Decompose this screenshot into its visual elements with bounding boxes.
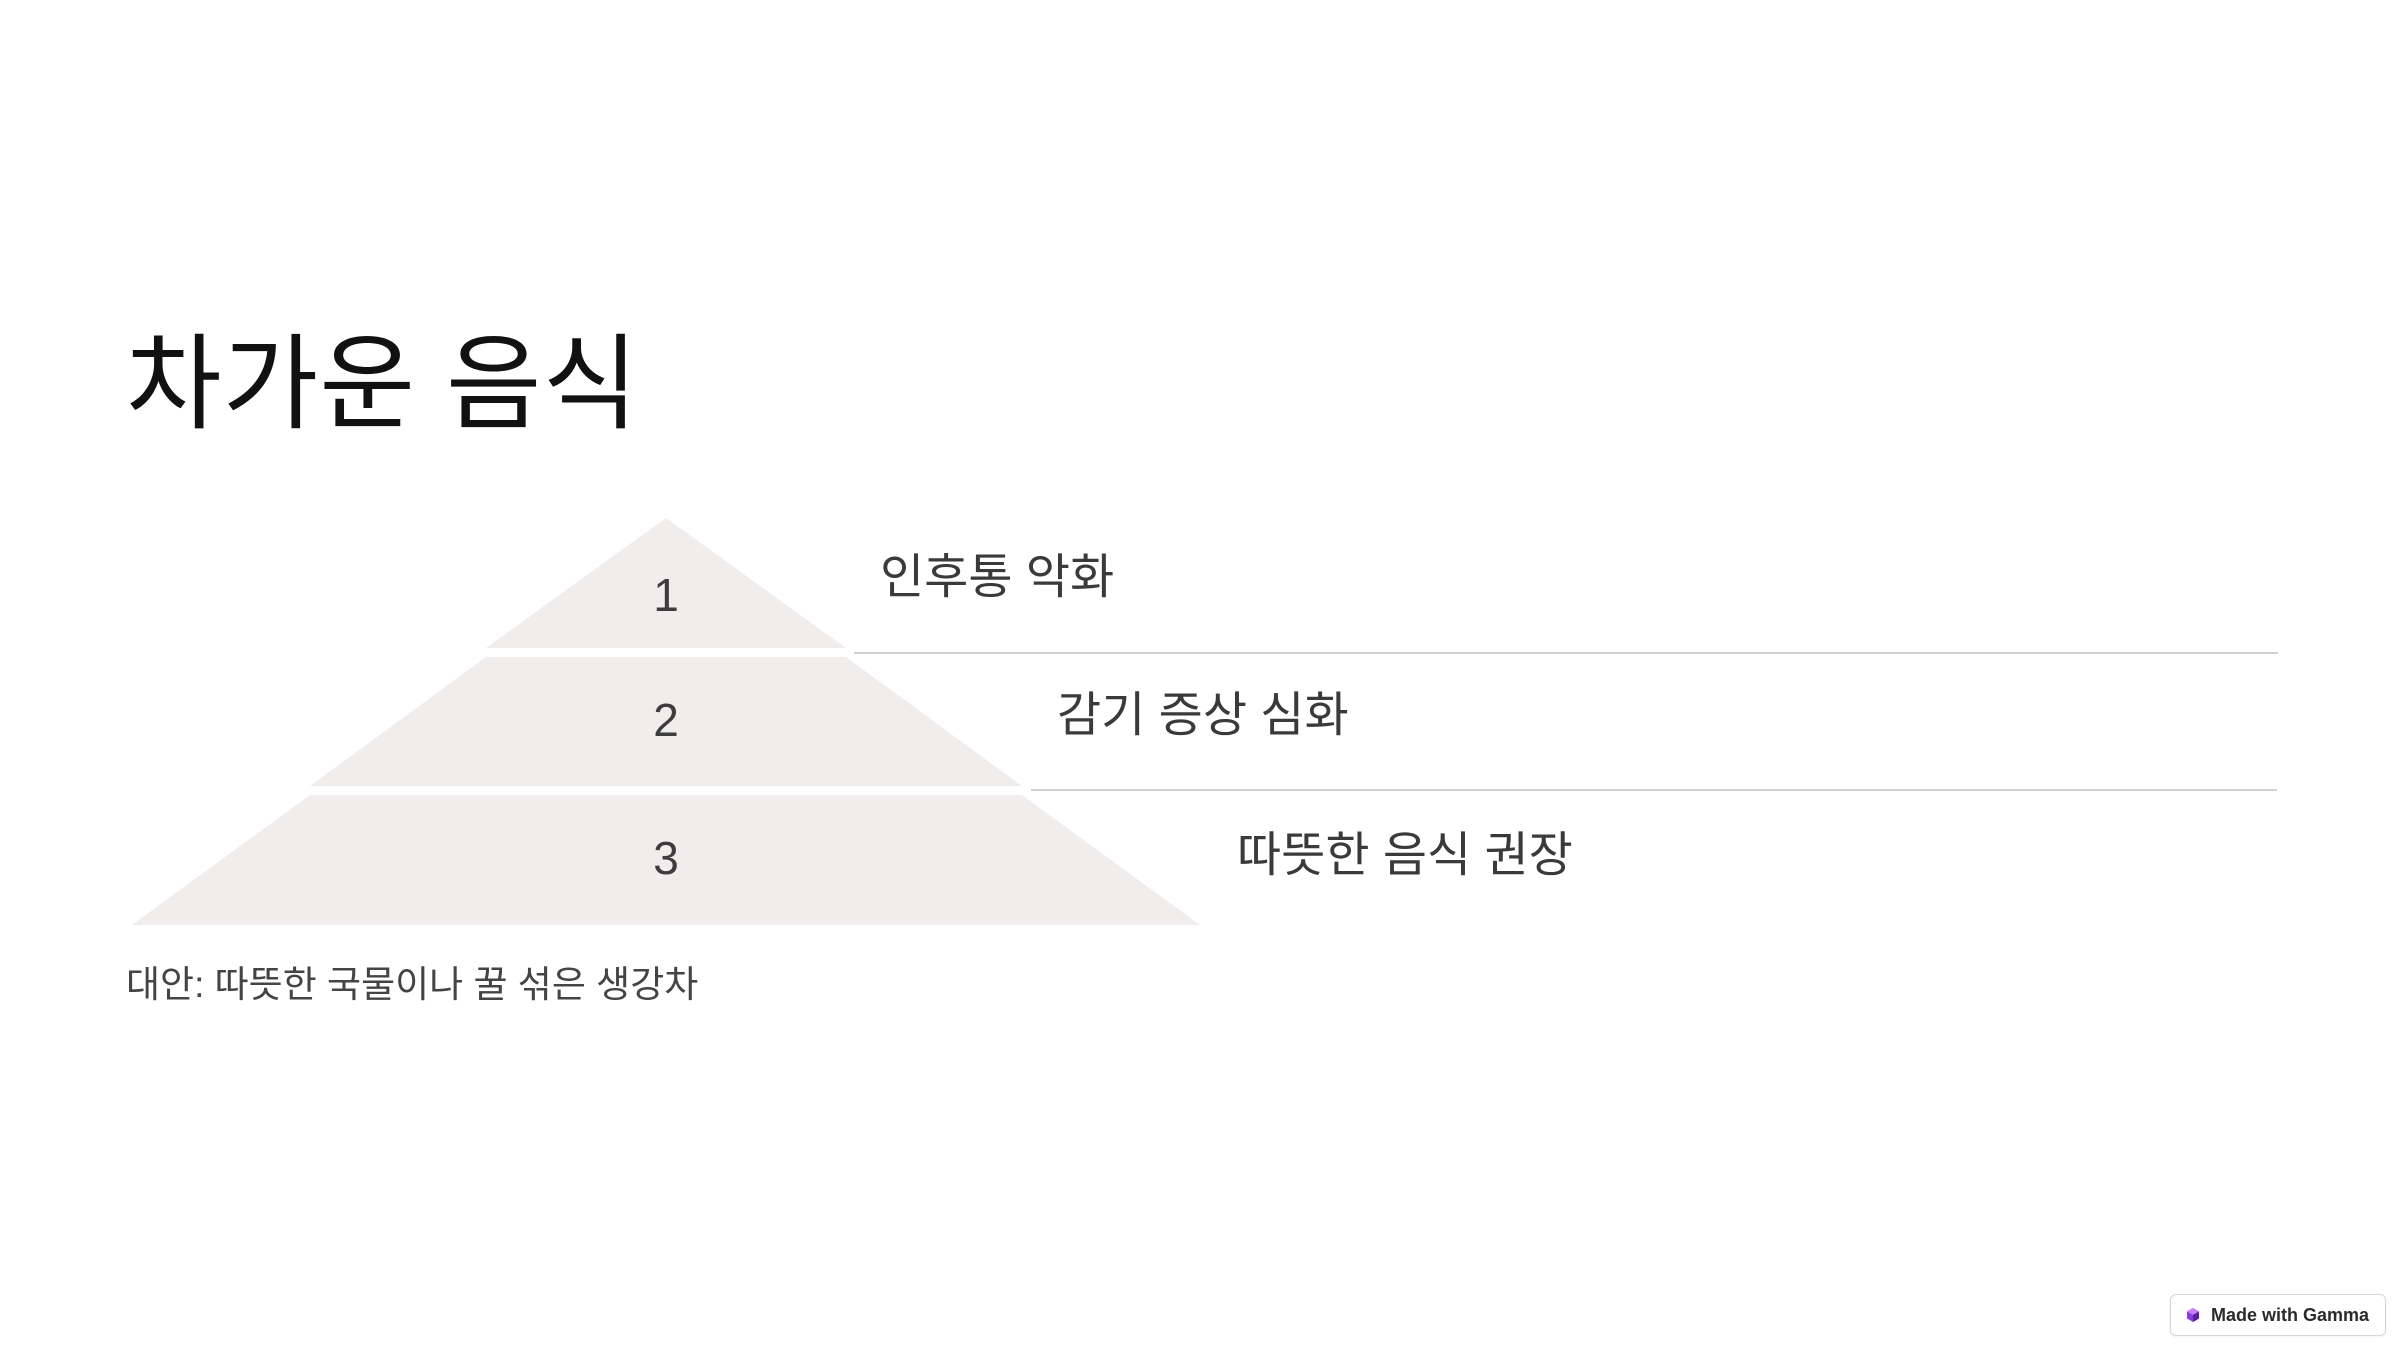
tier-3-label: 따뜻한 음식 권장	[1237, 829, 1573, 882]
tier-2-label: 감기 증상 심화	[1057, 689, 1349, 742]
tier-2-divider	[1031, 789, 2277, 791]
alternative-note: 대안: 따뜻한 국물이나 꿀 섞은 생강차	[126, 964, 699, 1005]
tier-1-label: 인후통 악화	[880, 551, 1115, 604]
pyramid-tier-2	[310, 657, 1022, 786]
gamma-logo-icon	[2186, 1308, 2199, 1322]
pyramid-tier-1	[486, 518, 846, 648]
tier-1-divider	[854, 652, 2278, 654]
tier-1-number: 1	[653, 569, 679, 621]
slide-title: 차가운 음식	[126, 327, 640, 443]
made-with-gamma-badge[interactable]: Made with Gamma	[2169, 1294, 2386, 1336]
badge-label: Made with Gamma	[2210, 1304, 2369, 1325]
pyramid-tier-3	[132, 795, 1200, 925]
tier-2-number: 2	[653, 694, 679, 746]
tier-3-number: 3	[653, 832, 679, 884]
